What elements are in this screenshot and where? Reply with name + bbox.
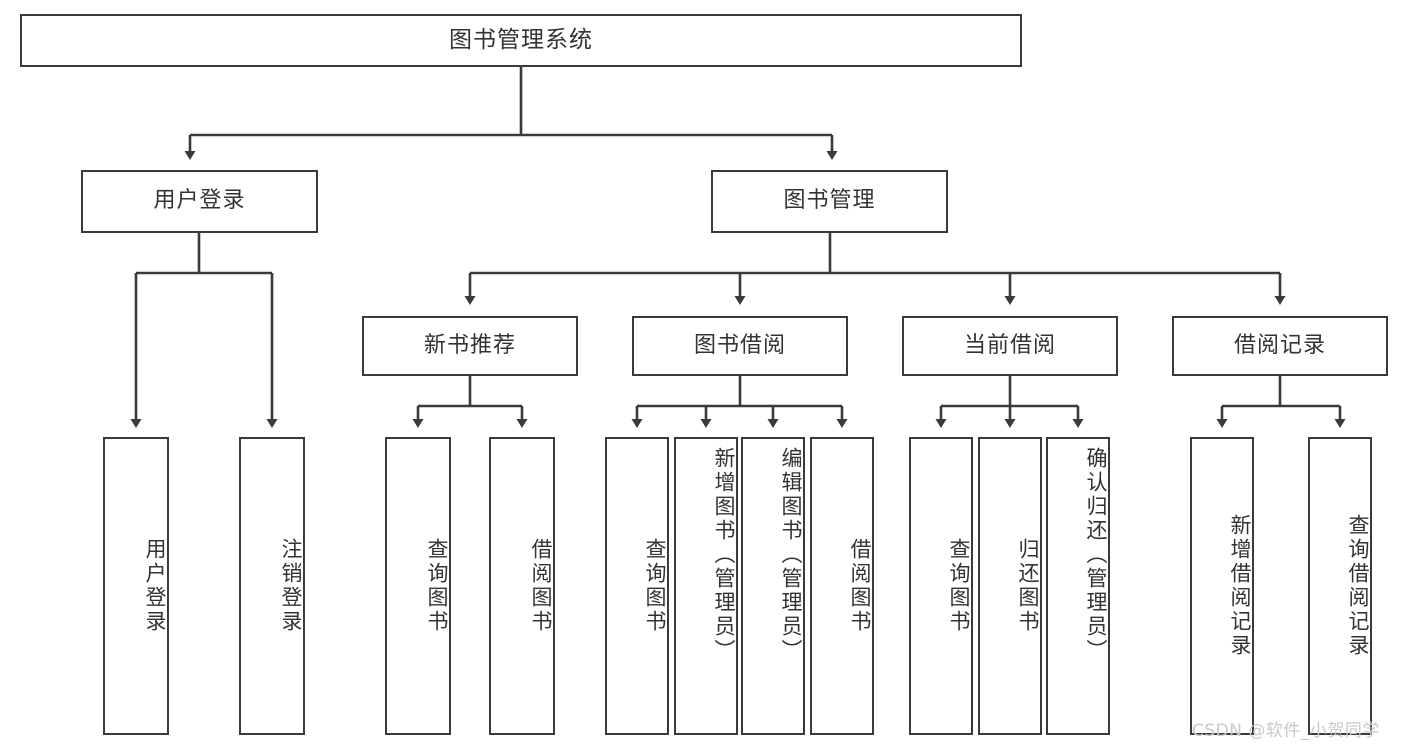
leaf-new-book-borrow-book[interactable]: 借阅图书 <box>489 437 555 735</box>
leaf-borrow-record-query-record[interactable]: 查询借阅记录 <box>1308 437 1372 735</box>
node-label: 新书推荐 <box>423 332 516 358</box>
leaf-user-login-logout[interactable]: 注销登录 <box>239 437 305 735</box>
node-label: 编辑图书（管理员） <box>779 447 803 663</box>
node-label: 图书管理系统 <box>449 26 593 53</box>
leaf-book-borrow-edit-book-admin[interactable]: 编辑图书（管理员） <box>741 437 805 735</box>
node-label: 新增图书（管理员） <box>712 447 736 663</box>
node-label: 用户登录 <box>153 188 246 214</box>
node-book-borrow[interactable]: 图书借阅 <box>632 316 848 376</box>
node-user-login[interactable]: 用户登录 <box>81 170 318 233</box>
node-new-book-recommend[interactable]: 新书推荐 <box>362 316 578 376</box>
node-label: 借阅记录 <box>1233 332 1326 358</box>
leaf-borrow-record-add-record[interactable]: 新增借阅记录 <box>1190 437 1254 735</box>
leaf-book-borrow-add-book-admin[interactable]: 新增图书（管理员） <box>674 437 738 735</box>
leaf-user-login-login[interactable]: 用户登录 <box>103 437 169 735</box>
leaf-current-borrow-query-book[interactable]: 查询图书 <box>909 437 973 735</box>
node-root-system[interactable]: 图书管理系统 <box>20 14 1022 67</box>
leaf-book-borrow-query-book[interactable]: 查询图书 <box>605 437 669 735</box>
node-label: 当前借阅 <box>963 332 1056 358</box>
node-label: 借阅图书 <box>848 538 872 634</box>
node-label: 用户登录 <box>143 538 167 634</box>
node-label: 图书管理 <box>783 188 876 214</box>
node-label: 注销登录 <box>279 538 303 634</box>
node-label: 查询借阅记录 <box>1346 514 1370 658</box>
node-label: 归还图书 <box>1016 538 1040 634</box>
leaf-current-borrow-return-book[interactable]: 归还图书 <box>978 437 1042 735</box>
node-label: 新增借阅记录 <box>1228 514 1252 658</box>
node-current-borrow[interactable]: 当前借阅 <box>902 316 1118 376</box>
node-label: 确认归还（管理员） <box>1084 447 1108 663</box>
node-label: 查询图书 <box>425 538 449 634</box>
node-label: 查询图书 <box>947 538 971 634</box>
leaf-new-book-query-book[interactable]: 查询图书 <box>385 437 451 735</box>
node-label: 图书借阅 <box>693 332 786 358</box>
node-borrow-record[interactable]: 借阅记录 <box>1172 316 1388 376</box>
csdn-watermark: CSDN @软件_小贺同学 <box>1192 721 1380 741</box>
node-label: 借阅图书 <box>529 538 553 634</box>
leaf-current-borrow-confirm-return-admin[interactable]: 确认归还（管理员） <box>1046 437 1110 735</box>
node-book-management[interactable]: 图书管理 <box>711 170 948 233</box>
leaf-book-borrow-borrow-book[interactable]: 借阅图书 <box>810 437 874 735</box>
node-label: 查询图书 <box>643 538 667 634</box>
